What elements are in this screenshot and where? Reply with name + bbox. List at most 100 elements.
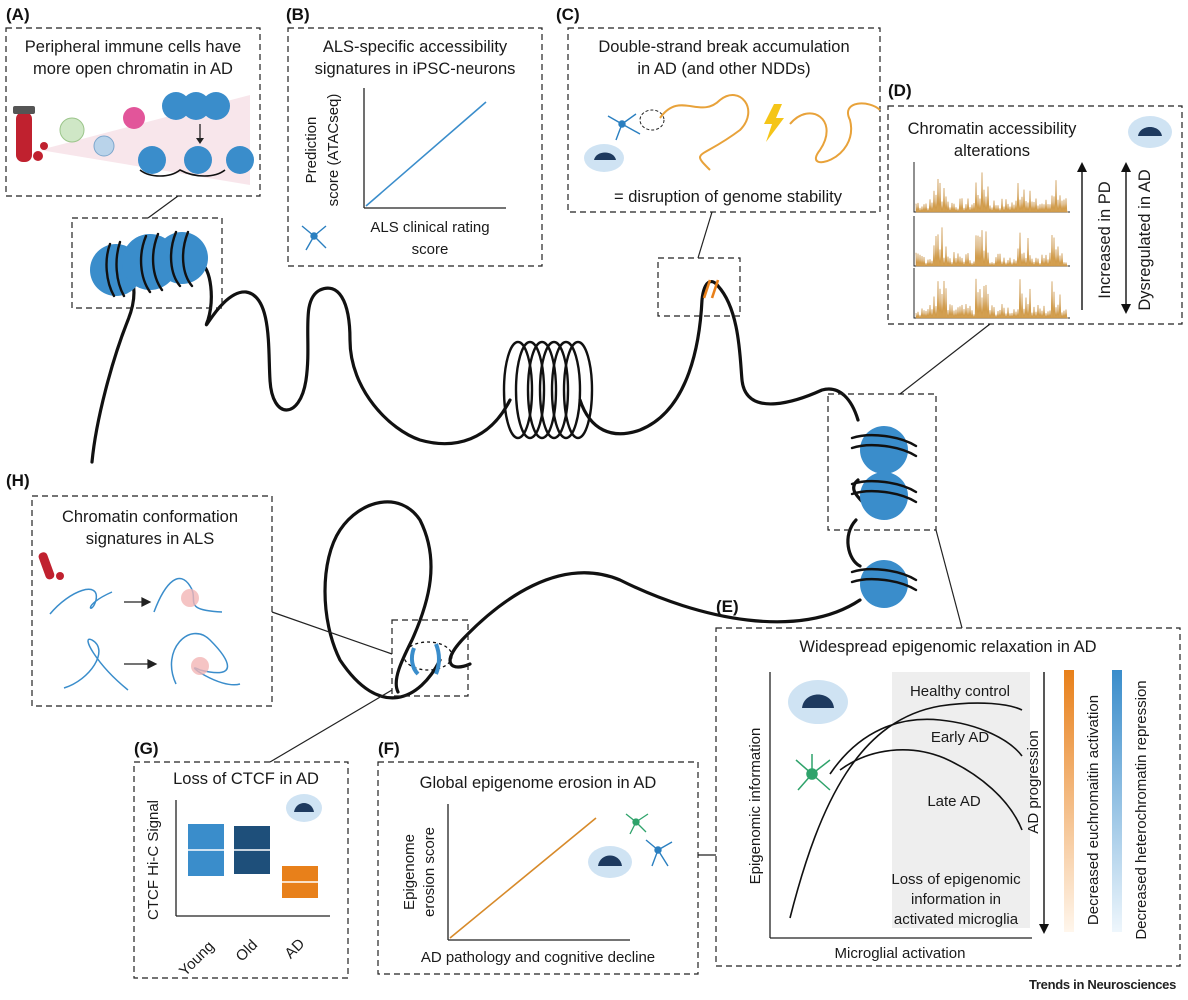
panel-d-arrow2-label: Dysregulated in AD — [1136, 169, 1154, 310]
microglia-icon — [625, 813, 649, 835]
panel-b-ylabel-2: score (ATACseq) — [325, 94, 342, 207]
panel-d-title-2: alterations — [954, 142, 1030, 160]
nucleosome-opening-diagram — [138, 92, 254, 177]
neuron-icon — [301, 225, 327, 251]
panel-b-trend-line — [365, 101, 487, 207]
healthy-control-curve — [789, 702, 1023, 919]
panel-e: (E) Widespread epigenomic relaxation in … — [715, 597, 1181, 967]
panel-b-title-1: ALS-specific accessibility — [323, 38, 508, 56]
euchromatin-gradient-bar — [1064, 670, 1074, 932]
panel-h: (H) Chromatin conformation signatures in… — [6, 471, 273, 707]
panel-g-title: Loss of CTCF in AD — [173, 770, 319, 788]
panel-e-bar3-label: Decreased heterochromatin repression — [1133, 680, 1150, 939]
neuron-icon — [645, 839, 673, 867]
panel-c-title-2: in AD (and other NDDs) — [637, 60, 810, 78]
panel-e-curve3-label: Late AD — [927, 793, 981, 810]
panel-e-curve1-label: Healthy control — [910, 683, 1010, 700]
panel-a-label: (A) — [6, 5, 30, 24]
panel-b-ylabel-1: Prediction — [303, 117, 320, 184]
panel-c-title-1: Double-strand break accumulation — [598, 38, 849, 56]
panel-e-ylabel: Epigenomic information — [747, 728, 764, 885]
panel-h-title-1: Chromatin conformation — [62, 508, 238, 526]
panel-f-ylabel-1: Epigenome — [401, 834, 418, 910]
panel-g-label: (G) — [134, 739, 159, 758]
panel-a-title-2: more open chromatin in AD — [33, 60, 233, 78]
panel-e-bar1-label: AD progression — [1025, 730, 1042, 833]
panel-h-label: (H) — [6, 471, 30, 490]
panel-b-title-2: signatures in iPSC-neurons — [315, 60, 516, 78]
ctcf-box — [234, 826, 270, 874]
panel-f-xlabel: AD pathology and cognitive decline — [421, 949, 655, 966]
panel-e-title: Widespread epigenomic relaxation in AD — [799, 638, 1096, 656]
panel-a-title-1: Peripheral immune cells have — [25, 38, 241, 56]
nucleosome-column-d — [850, 426, 918, 608]
heterochromatin-gradient-bar — [1112, 670, 1122, 932]
brain-icon — [788, 680, 848, 724]
panel-g-tick: Old — [233, 937, 262, 966]
blood-tube-icon — [13, 106, 48, 162]
ctcf-box — [188, 824, 224, 876]
region-box-ctcf — [391, 619, 469, 697]
panel-b-xlabel-2: score — [412, 241, 449, 258]
panel-f-trend-line — [449, 817, 597, 939]
brain-icon — [1128, 116, 1172, 148]
double-strand-break-icon — [702, 279, 720, 299]
panel-h-title-2: signatures in ALS — [86, 530, 214, 548]
panel-e-shaded-region — [892, 672, 1030, 928]
panel-e-note-1: Loss of epigenomic — [891, 871, 1021, 888]
blood-tube-icon — [38, 552, 64, 580]
panel-f: (F) Global epigenome erosion in AD Epige… — [377, 739, 699, 975]
panel-c-label: (C) — [556, 5, 580, 24]
ctcf-box — [282, 866, 318, 898]
chromatin-fiber — [90, 259, 870, 700]
panel-e-note-2: information in — [911, 891, 1001, 908]
arrows — [124, 597, 158, 669]
panel-g-tick: Young — [176, 938, 218, 980]
panel-b: (B) ALS-specific accessibility signature… — [286, 5, 543, 267]
panel-d: (D) Chromatin accessibility alterations … — [887, 81, 1183, 325]
panel-g: (G) Loss of CTCF in AD CTCF Hi-C Signal … — [133, 739, 349, 980]
region-box-c — [657, 257, 741, 317]
early-ad-curve — [829, 718, 1023, 775]
microglia-icon — [795, 754, 831, 791]
panel-d-arrow1-label: Increased in PD — [1096, 181, 1114, 298]
panel-d-title-1: Chromatin accessibility — [908, 120, 1077, 138]
panel-f-title: Global epigenome erosion in AD — [420, 774, 657, 792]
connector-lines — [147, 195, 991, 856]
panel-c: (C) Double-strand break accumulation in … — [556, 5, 881, 213]
panel-a: (A) Peripheral immune cells have more op… — [5, 5, 261, 197]
ctcf-loop-anchor — [403, 641, 453, 676]
accessibility-track — [915, 227, 1068, 267]
brand-logo: Trends in Neurosciences — [1029, 977, 1176, 992]
accessibility-tracks — [913, 162, 1070, 319]
panel-e-xlabel: Microglial activation — [835, 945, 966, 962]
solenoid-coil — [502, 340, 594, 440]
brain-icon — [584, 144, 624, 172]
panel-d-label: (D) — [888, 81, 912, 100]
panel-b-label: (B) — [286, 5, 310, 24]
late-ad-curve — [839, 749, 1023, 831]
panel-e-curve2-label: Early AD — [931, 729, 990, 746]
lightning-icon — [764, 104, 784, 142]
panel-f-ylabel-2: erosion score — [421, 827, 438, 917]
panel-g-tick: AD — [281, 935, 308, 962]
panel-g-ylabel: CTCF Hi-C Signal — [145, 800, 162, 920]
accessibility-track — [915, 278, 1068, 319]
panel-e-label: (E) — [716, 597, 739, 616]
neuron-icon — [607, 113, 641, 141]
loop-diagram — [49, 577, 241, 691]
immune-cell-icons — [59, 107, 145, 157]
region-box-a — [71, 217, 223, 309]
brain-icon — [286, 794, 322, 822]
panel-f-label: (F) — [378, 739, 400, 758]
panel-c-caption: = disruption of genome stability — [614, 188, 843, 206]
nucleosome-cluster-a — [90, 230, 208, 298]
region-box-d — [827, 393, 937, 531]
accessibility-track — [915, 172, 1068, 213]
panel-b-xlabel-1: ALS clinical rating — [370, 219, 489, 236]
panel-e-bar2-label: Decreased euchromaitin activation — [1085, 695, 1102, 925]
brain-icon — [588, 846, 632, 878]
panel-e-note-3: activated microglia — [894, 911, 1019, 928]
